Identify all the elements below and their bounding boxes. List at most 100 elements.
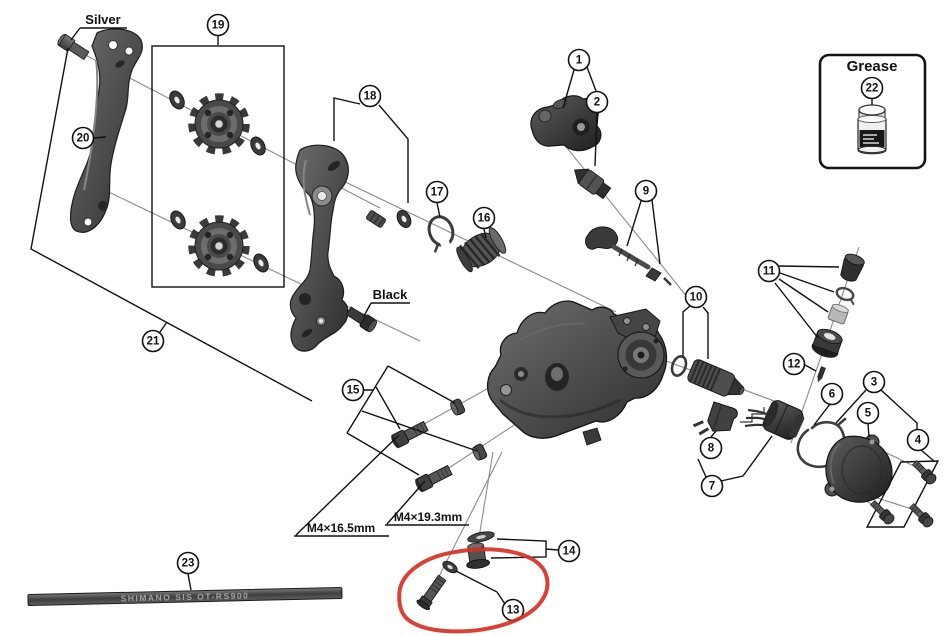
- adjuster-barrel: [687, 359, 745, 397]
- labels-layer: Silver Black M4×16.5mm M4×19.3mm: [85, 12, 462, 535]
- motor-unit: [744, 400, 805, 440]
- case-screw-3: [907, 501, 936, 530]
- snap-ring: [427, 215, 455, 253]
- callout-21: 21: [141, 329, 165, 353]
- silver-bolt: [57, 33, 90, 61]
- mount-nut-upper: [450, 398, 466, 416]
- case-unit: [824, 434, 893, 503]
- pulley-group-box: [151, 45, 285, 288]
- callout-2: 2: [585, 90, 609, 114]
- callout-18: 18: [358, 84, 382, 108]
- outer-plate: [69, 28, 143, 233]
- callout-8: 8: [699, 436, 723, 460]
- cage-stopper-pin: [366, 210, 386, 228]
- parts-layer: SHIMANO SIS OT-RS900: [27, 28, 939, 611]
- svg-text:8: 8: [708, 443, 715, 455]
- callout-19: 19: [206, 13, 230, 37]
- lower-pulley-washer-right: [250, 251, 272, 275]
- svg-text:22: 22: [866, 83, 879, 95]
- svg-text:16: 16: [478, 213, 491, 225]
- callout-5: 5: [856, 401, 880, 425]
- bracket-axle-bolt: [574, 168, 612, 200]
- svg-text:6: 6: [829, 389, 835, 401]
- bolt-size-right-label: M4×19.3mm: [394, 510, 462, 524]
- callout-3: 3: [862, 370, 886, 394]
- callout-10: 10: [684, 285, 708, 309]
- grease-jar-icon: [857, 104, 887, 155]
- svg-text:14: 14: [563, 546, 576, 558]
- cable-marking-text: SHIMANO SIS OT-RS900: [121, 591, 250, 604]
- bushing-ring: [835, 286, 855, 306]
- callout-6: 6: [820, 382, 844, 406]
- connector-stair-line: [740, 407, 765, 423]
- svg-text:5: 5: [865, 408, 872, 420]
- leader-lines: [30, 27, 935, 605]
- callout-4: 4: [906, 428, 930, 452]
- lower-pulley-washer-left: [167, 208, 189, 232]
- callout-1: 1: [567, 48, 591, 72]
- svg-text:1: 1: [576, 55, 583, 67]
- cage-spring: [456, 227, 507, 273]
- upper-pulley-washer-left: [166, 88, 188, 112]
- lower-pulley: [192, 219, 247, 274]
- callout-22: 22: [860, 76, 884, 100]
- svg-text:21: 21: [147, 336, 160, 348]
- cap-bolt-washer: [467, 531, 495, 543]
- stud-bolt-washer: [442, 560, 458, 574]
- callout-12: 12: [782, 352, 806, 376]
- callout-20: 20: [71, 126, 95, 150]
- svg-text:11: 11: [763, 266, 776, 278]
- upper-pulley: [192, 97, 247, 152]
- bushing-cap: [840, 253, 865, 282]
- highlight-ellipse: [397, 547, 550, 634]
- case-screw-1: [910, 458, 939, 487]
- bracket-axle-unit: [530, 95, 602, 152]
- cable-fixing-plate: [585, 226, 672, 286]
- svg-text:20: 20: [77, 133, 90, 145]
- shift-cable: SHIMANO SIS OT-RS900: [27, 586, 343, 607]
- grease-box: Grease: [818, 53, 927, 170]
- svg-text:9: 9: [643, 186, 649, 198]
- svg-text:19: 19: [212, 20, 225, 32]
- svg-text:4: 4: [915, 435, 922, 447]
- callout-7: 7: [700, 474, 724, 498]
- bolt-size-left-label: M4×16.5mm: [307, 521, 375, 535]
- mount-bolt-lower: [415, 464, 453, 493]
- bushing-cover: [811, 328, 843, 358]
- callout-15: 15: [341, 378, 365, 402]
- black-label: Black: [373, 287, 408, 302]
- callout-14: 14: [557, 539, 581, 563]
- callout-23: 23: [176, 551, 200, 575]
- grease-label: Grease: [847, 58, 898, 75]
- upper-pulley-washer-right: [247, 134, 269, 158]
- inner-plate: [289, 144, 349, 352]
- svg-text:13: 13: [507, 605, 520, 617]
- silver-label: Silver: [85, 12, 120, 27]
- svg-text:12: 12: [788, 359, 801, 371]
- callout-16: 16: [472, 206, 496, 230]
- svg-text:18: 18: [364, 91, 377, 103]
- svg-text:10: 10: [690, 292, 703, 304]
- switch-unit: [692, 401, 738, 436]
- set-pin: [817, 366, 826, 383]
- mount-bolt-upper: [391, 420, 429, 449]
- stud-bolt: [416, 574, 447, 611]
- adjuster-o-ring: [670, 355, 688, 377]
- svg-text:7: 7: [709, 481, 715, 493]
- main-body: [486, 300, 668, 446]
- callout-17: 17: [425, 180, 449, 204]
- svg-text:2: 2: [594, 97, 600, 109]
- svg-text:15: 15: [347, 385, 360, 397]
- callout-11: 11: [757, 259, 781, 283]
- svg-text:3: 3: [871, 377, 877, 389]
- callout-9: 9: [634, 179, 658, 203]
- bushing-sleeve: [827, 303, 849, 325]
- mount-nut-lower: [472, 443, 488, 461]
- black-bolt: [345, 306, 378, 333]
- stopper-washer: [393, 207, 415, 231]
- svg-text:23: 23: [182, 558, 195, 570]
- svg-text:17: 17: [431, 187, 444, 199]
